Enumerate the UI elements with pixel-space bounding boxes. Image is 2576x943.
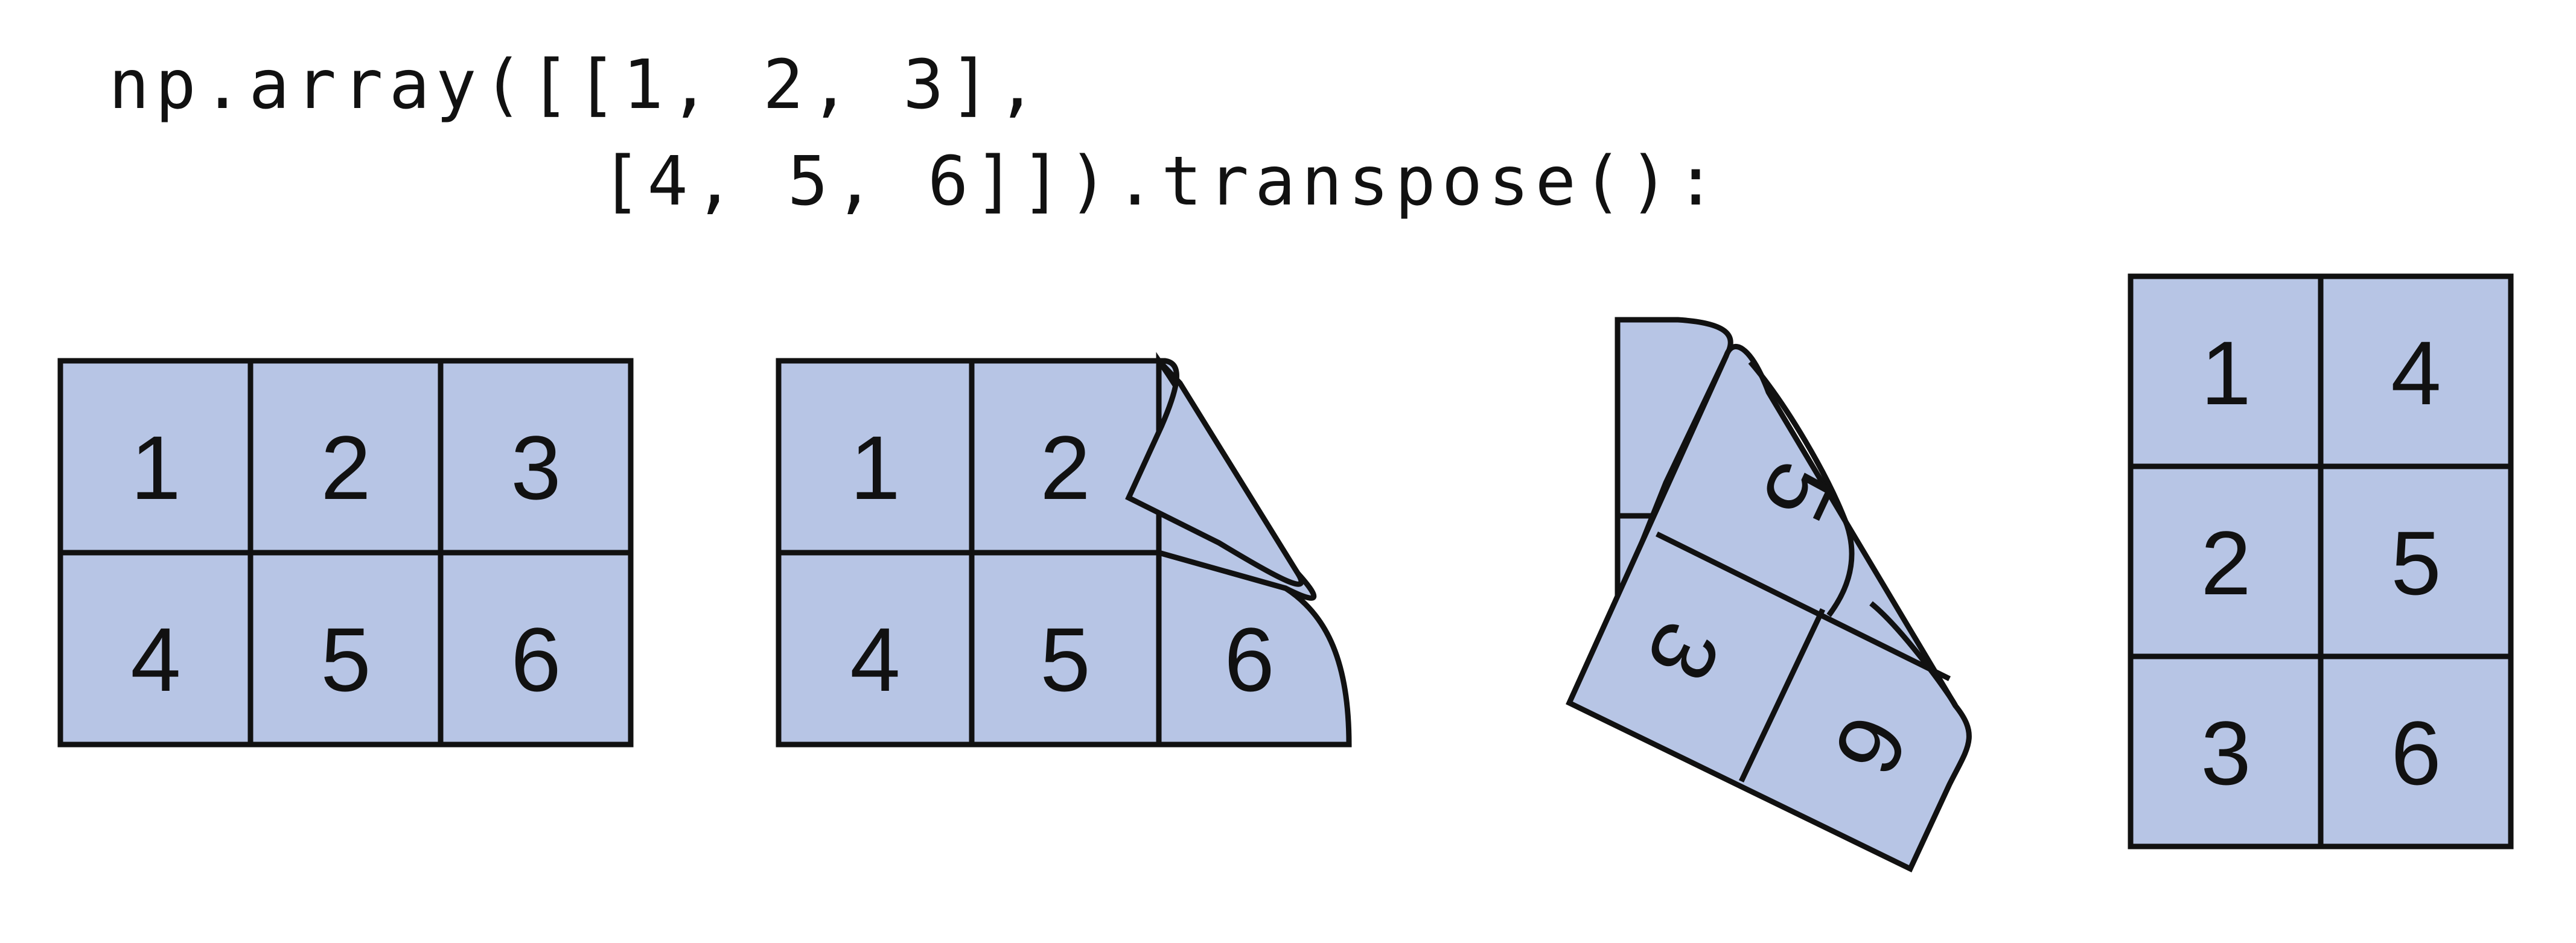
cell-value: 1 (2201, 322, 2251, 424)
cell-value: 6 (511, 609, 561, 710)
matrix-cell (2318, 653, 2514, 849)
matrix-cell (247, 358, 444, 556)
matrix-cell (969, 550, 1162, 748)
matrix-cell (2318, 463, 2514, 659)
cell-value: 5 (320, 609, 371, 710)
matrix-cell (438, 550, 634, 748)
matrix-cell (969, 358, 1162, 556)
cell-value: 2 (1040, 417, 1090, 518)
cell-value: 4 (2391, 322, 2441, 424)
flipping-matrix: 3 6 5 (1566, 317, 1972, 873)
matrix-cell (2128, 273, 2324, 469)
original-matrix: 1 2 3 4 5 6 (57, 358, 634, 748)
cell-value: 1 (850, 417, 900, 518)
flipped-sheet (1566, 344, 1972, 873)
fold-flap (1125, 358, 1304, 587)
cell-value: 2 (320, 417, 371, 518)
folding-matrix: 1 2 4 5 6 (776, 352, 1352, 748)
matrix-cell (2128, 463, 2324, 659)
cell-value: 6 (1224, 609, 1274, 710)
cell-value: 4 (850, 609, 900, 710)
cell-value: 5 (2391, 512, 2441, 614)
code-line-1: np.array([[1, 2, 3], (109, 46, 1044, 124)
cell-value: 6 (2391, 702, 2441, 804)
matrix-cell (57, 550, 253, 748)
cell-value: 2 (2201, 512, 2251, 614)
code-line-2: [4, 5, 6]]).transpose(): (601, 142, 1723, 221)
transposed-matrix: 1 4 2 5 3 6 (2128, 273, 2514, 849)
cell-value: 5 (1040, 609, 1090, 710)
cell-value: 3 (2201, 702, 2251, 804)
matrix-cell (438, 358, 634, 556)
cell-value: 3 (511, 417, 561, 518)
cell-value: 1 (130, 417, 180, 518)
cell-value: 4 (130, 609, 180, 710)
